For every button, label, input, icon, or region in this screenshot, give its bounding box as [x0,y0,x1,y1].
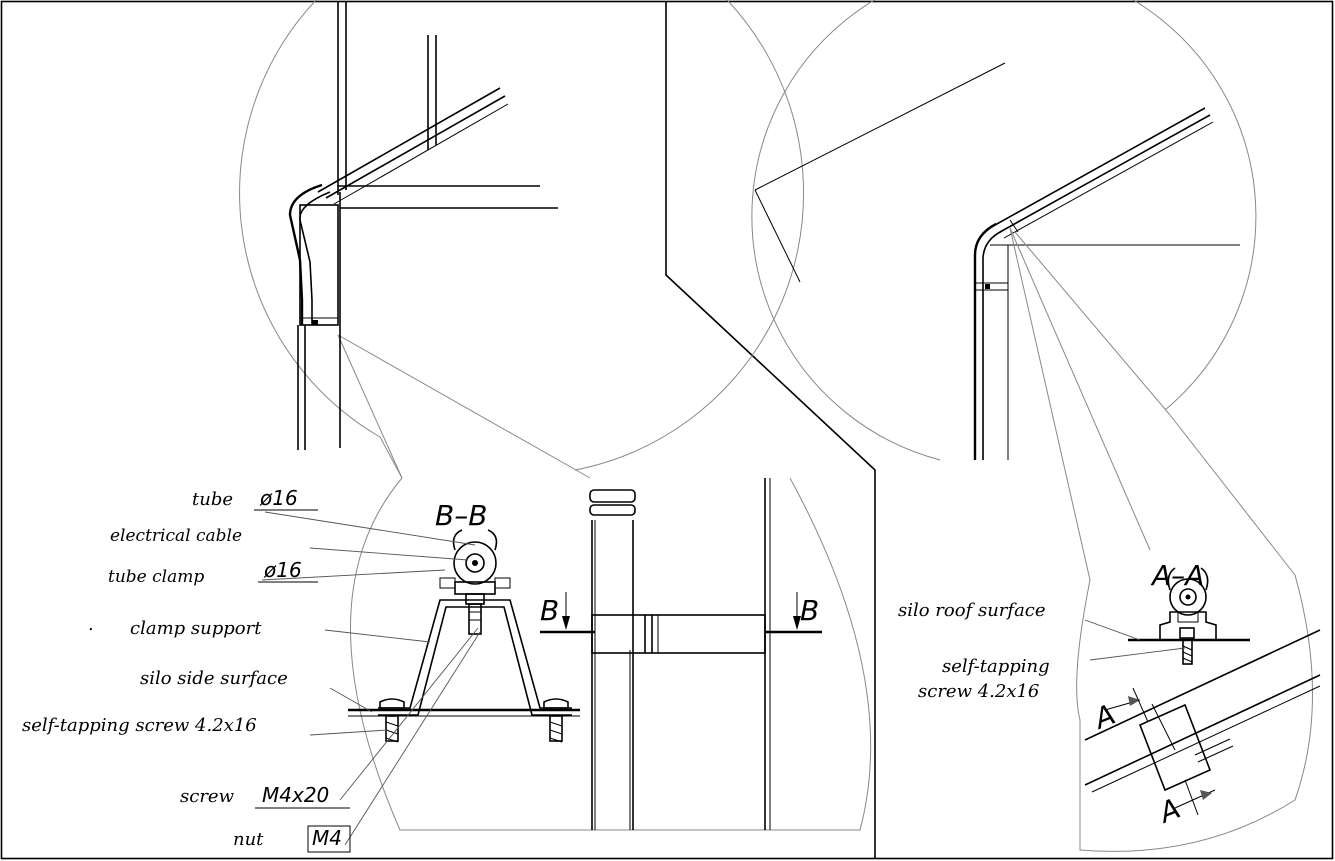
label-silo-roof-surface: silo roof surface [898,600,1046,621]
roof-tube-section [1084,629,1321,816]
detail-lower-left-boundary [350,477,872,831]
label-self-tapping-right-1: self-tapping [942,656,1050,677]
aa-section-title: A–A [1150,559,1204,592]
label-self-tapping-left: self-tapping screw 4.2x16 [22,715,257,736]
clamp-assembly-aa [1128,567,1250,665]
nut-dim-box [307,825,351,853]
label-tube-dim: ø16 [259,486,298,510]
bb-mark-left: B [540,594,559,627]
magnifier-line-left-a [379,436,403,479]
aa-mark-bottom: A [1153,792,1185,831]
label-screw-dim: M4x20 [262,783,329,807]
label-clamp-support: clamp support [130,618,262,639]
label-screw: screw [180,786,235,807]
right-circle-structure [754,62,1240,460]
label-tube-clamp-dim: ø16 [263,558,302,582]
magnifier-right [1009,227,1313,852]
leader-roof-surface [1084,619,1141,641]
left-circle-structure [288,2,558,450]
detail-circle-left [239,0,805,471]
bb-mark-right: B [800,594,819,627]
leaders-left [261,511,481,846]
column-detail [540,478,822,830]
label-silo-side-surface: silo side surface [140,668,288,689]
aa-mark-top: A [1088,698,1120,737]
label-tube-clamp: tube clamp [108,567,204,587]
clamp-assembly-bb [348,529,580,743]
label-nut-dim: M4 [312,826,342,850]
magnifier-line-left-b [337,334,403,479]
bb-section-title: B–B [435,499,487,532]
leader-self-tapping-right [1089,647,1186,661]
stray-dot: . [88,614,94,635]
panel-divider [665,2,876,859]
label-tube: tube [192,489,233,510]
detail-circle-right [751,0,1257,461]
label-nut: nut [233,829,264,850]
magnifier-line-left-c [337,334,591,479]
label-self-tapping-right-2: screw 4.2x16 [918,681,1039,702]
label-electrical-cable: electrical cable [110,526,242,546]
